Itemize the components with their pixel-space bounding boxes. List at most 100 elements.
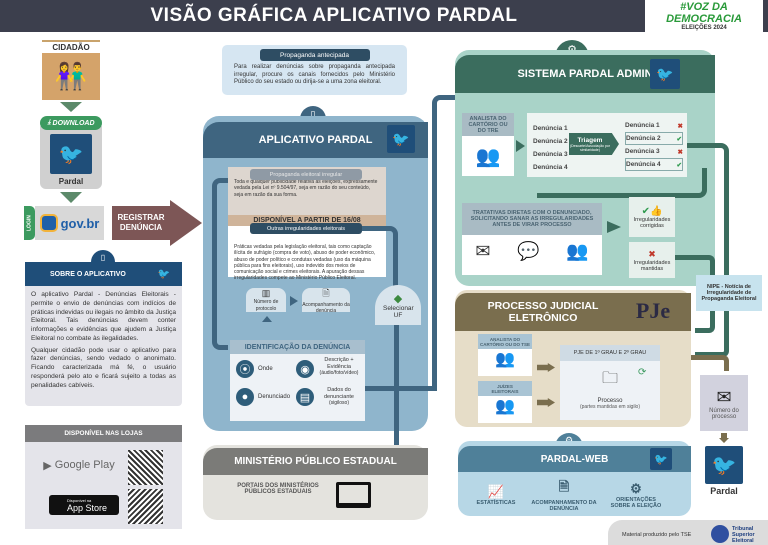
arrow-down-icon: [60, 102, 82, 112]
arrow-right-icon: [170, 200, 202, 246]
lojas-panel: DISPONÍVEL NAS LOJAS ▶ Google Play Dispo…: [25, 425, 182, 529]
denuncia-item: Denúncia 1: [533, 125, 568, 132]
phone-icon: ▯: [91, 250, 115, 264]
denuncia-item: Denúncia 3: [625, 148, 660, 155]
chat-icon: 💬: [517, 241, 540, 261]
download-button[interactable]: ⤓ DOWNLOAD: [40, 116, 102, 130]
selecionar-uf-button[interactable]: ◆Selecionar UF: [375, 285, 421, 325]
footer-text: Material produzido pelo TSE: [622, 532, 692, 538]
mp-title: MINISTÉRIO PÚBLICO ESTADUAL: [203, 448, 428, 475]
flow-line: [537, 168, 707, 198]
login-tab: LOGIN: [24, 206, 35, 240]
qr-code-google: [128, 450, 163, 485]
govbr-login-button[interactable]: gov.br: [35, 206, 104, 240]
flow-line: [362, 226, 398, 286]
analysts-avatar: 👥: [475, 145, 501, 168]
identificacao-panel: IDENTIFICAÇÃO DA DENÚNCIA ⦿ Onde ● Denun…: [230, 340, 365, 421]
analista-card: ANALISTA DO CARTÓRIO OU DO TRE 👥: [462, 113, 514, 176]
qr-code-apple: [128, 489, 163, 524]
estatisticas-link[interactable]: 📈ESTATÍSTICAS: [476, 484, 516, 506]
reject-icon: ✖: [677, 122, 683, 130]
outras-title: Outras irregularidades eleitorais: [250, 223, 362, 234]
arrow-up-icon: [262, 316, 272, 322]
onde-label: Onde: [258, 366, 273, 372]
mantidas-card: ✖Irregularidades mantidas: [629, 242, 675, 278]
chart-icon: 📈: [487, 484, 505, 499]
flow-line: [212, 178, 228, 350]
nipe-box: NIPE - Notícia de Irregularidade de Prop…: [696, 275, 762, 311]
camera-icon: ◉: [296, 360, 314, 378]
arrow-right-icon: [290, 296, 298, 306]
judges-avatar: 👥: [495, 398, 515, 415]
triagem-panel: Denúncia 1 Denúncia 2 Denúncia 3 Denúnci…: [527, 113, 687, 177]
pardal-label: Pardal: [710, 486, 738, 496]
flow-line: [695, 311, 715, 333]
protocolo-card[interactable]: ▥Número de protocolo: [246, 288, 286, 312]
denuncia-item: Denúncia 4: [626, 161, 661, 168]
pje-grau-panel: PJE DE 1º GRAU E 2º GRAU 🗀 Processo (par…: [560, 345, 660, 420]
page-title: VISÃO GRÁFICA APLICATIVO PARDAL: [150, 5, 518, 26]
google-play-button[interactable]: ▶ Google Play: [43, 459, 115, 472]
pje-juizes-card: JUÍZES ELEITORAIS 👥: [478, 381, 532, 423]
tratativas-panel: TRATATIVAS DIRETAS COM O DENUNCIADO, SOL…: [462, 203, 602, 275]
lojas-title: DISPONÍVEL NAS LOJAS: [25, 425, 182, 442]
denuncia-item: Denúncia 4: [533, 164, 568, 171]
cidadao-label: CIDADÃO: [42, 40, 100, 52]
govbr-icon: [39, 214, 58, 232]
flow-line: [394, 325, 399, 445]
acompanhamento-card[interactable]: 🗎Acompanhamento da denúncia: [302, 287, 350, 314]
pardal-web-title: PARDAL-WEB: [540, 453, 609, 465]
irregular-title: Propaganda eleitoral irregular: [250, 169, 362, 180]
document-search-icon: 🗎: [322, 287, 330, 298]
pje-header: PROCESSO JUDICIAL ELETRÔNICO: [455, 293, 691, 331]
orientacoes-link[interactable]: ⚙ORIENTAÇÕES SOBRE A ELEIÇÃO: [610, 481, 662, 509]
pardal-app-icon[interactable]: 🐦: [705, 446, 743, 484]
pardal-app-label: Pardal: [58, 176, 84, 186]
barcode-icon: ▥: [261, 288, 271, 299]
flow-line: [365, 386, 437, 391]
antecipada-title: Propaganda antecipada: [259, 49, 370, 61]
folder-search-icon: 🗀: [601, 370, 618, 387]
denuncia-item: Denúncia 2: [533, 138, 568, 145]
pje-logo: PJe: [635, 298, 671, 323]
person-icon: ●: [236, 388, 254, 406]
citizens-avatar: 👫: [42, 53, 100, 100]
flow-line: [687, 143, 729, 283]
document-search-icon: 🗎: [558, 479, 570, 494]
corrigidas-card: ✔👍Irregularidades corrigidas: [629, 197, 675, 237]
laptop-icon: [336, 482, 371, 508]
analysts-avatar: 👥: [495, 351, 515, 368]
sobre-title: SOBRE O APLICATIVO: [50, 270, 126, 278]
brazil-map-icon: ◆: [393, 292, 403, 305]
tse-label: Tribunal Superior Eleitoral: [732, 526, 755, 545]
pardal-logo-icon: 🐦: [157, 268, 171, 280]
irregular-text: Toda e qualquer publicidade relativa às …: [234, 179, 378, 198]
tse-logo-icon: [711, 525, 729, 543]
arrow-right-icon: [537, 363, 555, 372]
sobre-text-1: O aplicativo Pardal - Denúncias Eleitora…: [31, 291, 176, 342]
denuncia-item: Denúncia 3: [533, 151, 568, 158]
registrar-denuncia-button[interactable]: REGISTRAR DENÚNCIA: [112, 206, 170, 240]
mp-panel: MINISTÉRIO PÚBLICO ESTADUAL PORTAIS DOS …: [203, 445, 428, 520]
flow-line: [675, 255, 715, 275]
pje-title: PROCESSO JUDICIAL ELETRÔNICO: [487, 300, 599, 324]
meeting-icon: 👥: [566, 241, 589, 261]
thumbs-up-icon: 👍: [649, 205, 663, 217]
pardal-logo-icon: 🐦: [650, 448, 672, 470]
check-icon: ✔: [641, 205, 650, 217]
pje-analista-card: ANALISTA DO CARTÓRIO OU DO TSE 👥: [478, 334, 532, 376]
triagem-arrow: Triagem(Descarte/Associação por similari…: [569, 133, 619, 155]
pardal-app-icon[interactable]: 🐦: [50, 134, 92, 174]
arrow-down-icon: [719, 433, 729, 443]
sobre-text-2: Qualquer cidadão pode usar o aplicativo …: [31, 346, 176, 389]
acompanhamento-link[interactable]: 🗎ACOMPANHAMENTO DA DENÚNCIA: [531, 479, 597, 512]
arrow-down-icon: [60, 192, 82, 203]
flow-line: [695, 311, 729, 357]
descricao-label: Descrição + Evidência: [324, 357, 354, 370]
arrow-right-icon: [537, 398, 555, 407]
gear-icon: ⚙: [630, 481, 642, 496]
reject-icon: ✖: [648, 248, 656, 259]
reject-icon: ✖: [677, 148, 683, 156]
outras-text: Práticas vedadas pela legislação eleitor…: [234, 244, 376, 282]
